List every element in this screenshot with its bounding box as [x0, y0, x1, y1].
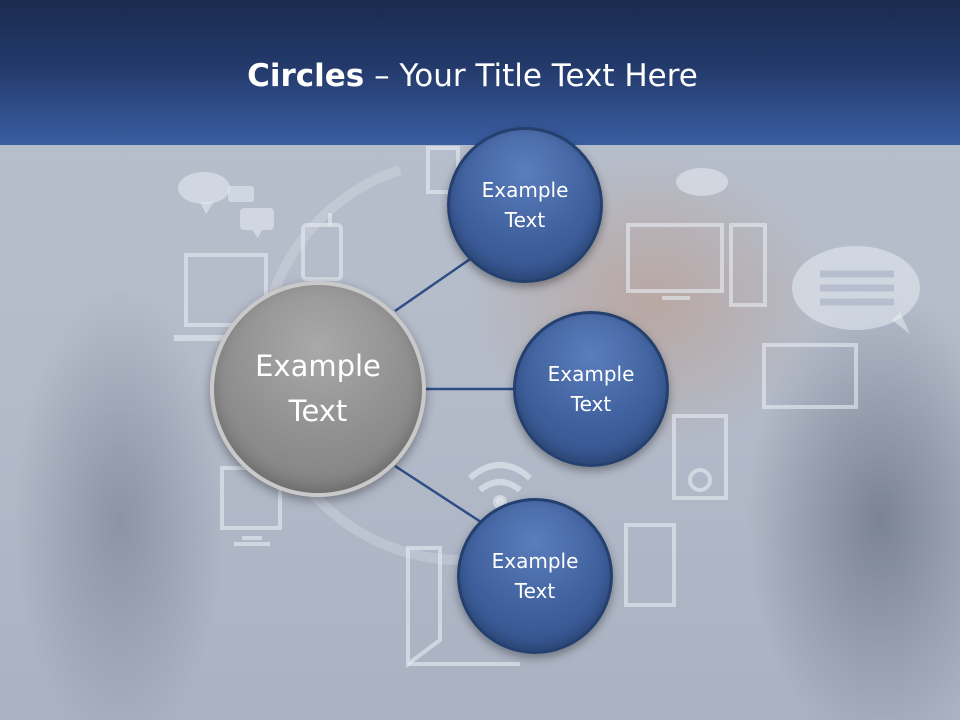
- satellite-3-line1: Example: [491, 549, 579, 573]
- open-laptop-icon: [406, 546, 520, 668]
- connector-1: [394, 253, 477, 313]
- chat-bubbles-icon: [178, 172, 274, 238]
- slide-title-bold: Circles: [247, 58, 365, 94]
- satellite-3-line2: Text: [514, 579, 556, 603]
- slide-title-rest: – Your Title Text Here: [364, 58, 698, 94]
- satellite-1-line1: Example: [481, 178, 569, 202]
- satellite-3-label: Example Text: [492, 546, 579, 606]
- desktop-monitor-icon: [626, 223, 724, 300]
- satellite-1-line2: Text: [504, 208, 546, 232]
- center-circle[interactable]: Example Text: [210, 281, 426, 497]
- satellite-1-label: Example Text: [482, 175, 569, 235]
- wifi-icon: [468, 462, 532, 509]
- satellite-2-line2: Text: [570, 392, 612, 416]
- title-header: Circles – Your Title Text Here: [0, 0, 960, 145]
- satellite-2-line1: Example: [547, 362, 635, 386]
- connector-3: [394, 464, 485, 526]
- small-chat-icon: [676, 168, 728, 196]
- satellite-circle-1[interactable]: Example Text: [447, 127, 603, 283]
- center-circle-label: Example Text: [255, 344, 381, 434]
- satellite-circle-2[interactable]: Example Text: [513, 311, 669, 467]
- tower-icon: [729, 223, 767, 307]
- speech-bubble-icon: [792, 246, 920, 334]
- satellite-2-label: Example Text: [548, 359, 635, 419]
- media-player-icon: [672, 414, 728, 500]
- tablet-icon: [762, 343, 858, 409]
- phone-lower-icon: [624, 523, 676, 607]
- satellite-circle-3[interactable]: Example Text: [457, 498, 613, 654]
- center-label-line2: Text: [288, 394, 348, 428]
- phone-icon: [301, 213, 343, 281]
- slide-title: Circles – Your Title Text Here: [0, 56, 945, 96]
- center-label-line1: Example: [255, 349, 381, 383]
